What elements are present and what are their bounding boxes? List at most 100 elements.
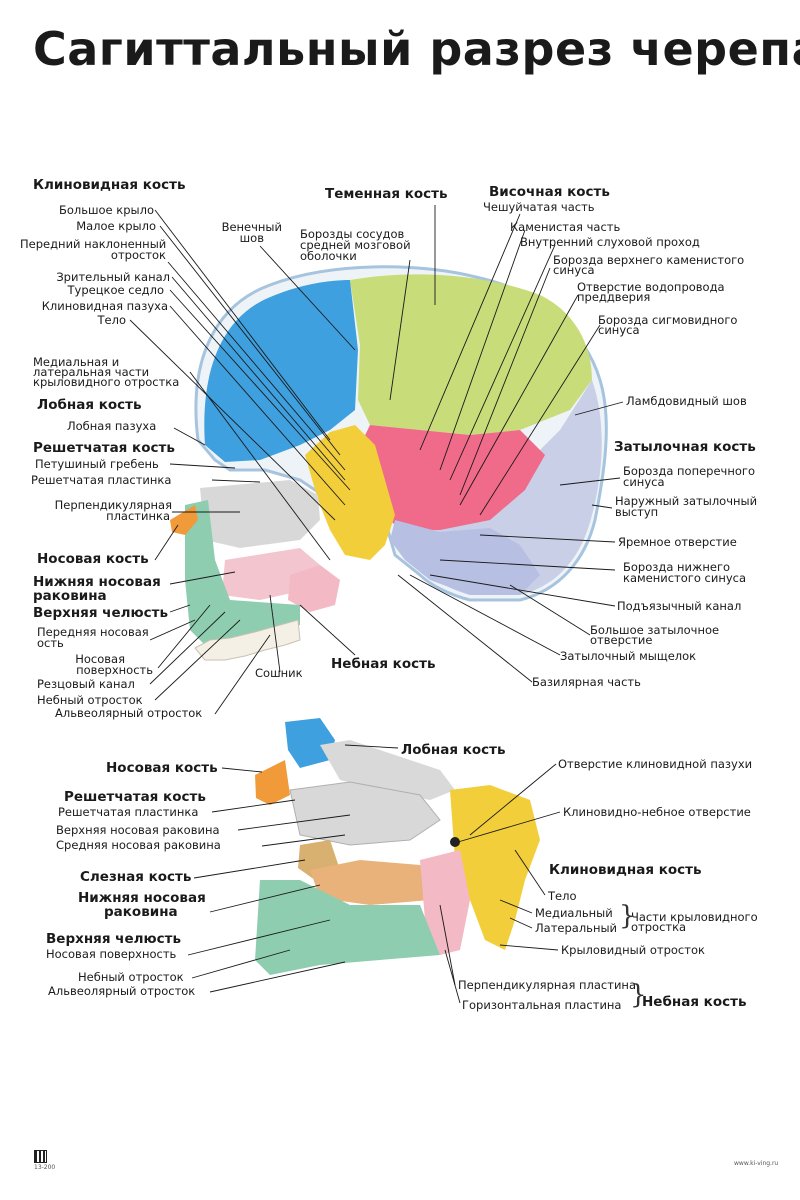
label-nasal-surface-2: поверхность	[76, 663, 153, 677]
label-superior-concha: Верхняя носовая раковина	[56, 823, 220, 837]
lower-nasal-heading: Носовая кость	[106, 760, 218, 776]
lower-nasal-bone	[255, 760, 290, 805]
label-lower-sphenoid-body: Тело	[548, 889, 577, 903]
lower-cranial-base	[320, 740, 455, 800]
label-meningeal-grooves-1: Борозды сосудов	[300, 227, 405, 241]
label-coronal-suture-2: шов	[239, 231, 264, 245]
label-lateral-plate: Латеральный	[535, 921, 618, 935]
label-superior-petrosal-groove-2: синуса	[553, 263, 595, 277]
label-occipital-condyle: Затылочный мыщелок	[560, 649, 697, 663]
label-palatine-process: Небный отросток	[37, 693, 143, 707]
label-squamous-part: Чешуйчатая часть	[483, 200, 595, 214]
lower-frontal-sinus	[285, 718, 335, 768]
label-sphenopalatine-foramen: Клиновидно-небное отверстие	[563, 805, 751, 819]
label-vomer: Сошник	[255, 666, 303, 680]
label-external-occipital-1: Наружный затылочный	[615, 494, 758, 508]
lower-inferior-concha	[310, 860, 450, 905]
brace-pterygoid: }	[619, 901, 636, 931]
label-transverse-groove-1: Борозда поперечного	[623, 464, 755, 478]
label-petrous-part: Каменистая часть	[510, 220, 621, 234]
temporal-heading: Височная кость	[489, 184, 610, 200]
label-anterior-clinoid-2: отросток	[110, 248, 166, 262]
footer-site: www.ki-ving.ru	[734, 1160, 779, 1167]
occipital-basilar	[390, 520, 540, 595]
label-lower-alveolar-process: Альвеолярный отросток	[48, 984, 196, 998]
label-sphenoid-sinus-opening: Отверстие клиновидной пазухи	[558, 757, 753, 771]
lower-sphenoid-heading: Клиновидная кость	[549, 862, 702, 878]
label-lower-cribriform-plate: Решетчатая пластинка	[58, 805, 199, 819]
page-title: Сагиттальный разрез черепа	[33, 22, 800, 76]
label-lesser-wing: Малое крыло	[76, 219, 156, 233]
label-anterior-nasal-spine-1: Передняя носовая	[37, 625, 149, 639]
label-internal-acoustic-meatus: Внутренний слуховой проход	[520, 235, 700, 249]
lower-maxilla	[255, 880, 440, 975]
label-coronal-suture-1: Венечный	[221, 220, 282, 234]
nasal-heading: Носовая кость	[37, 551, 149, 567]
label-sigmoid-groove-2: синуса	[598, 323, 640, 337]
label-horizontal-plate: Горизонтальная пластина	[462, 998, 622, 1012]
ethmoid-heading: Решетчатая кость	[33, 440, 175, 456]
label-anterior-nasal-spine-2: ость	[37, 636, 64, 650]
leader-lines	[129, 205, 624, 1004]
occipital-heading: Затылочная кость	[614, 439, 756, 455]
label-perpendicular-plate-1: Перпендикулярная	[54, 498, 172, 512]
ethmoid-bone	[200, 480, 320, 548]
lower-maxilla-heading: Верхняя челюсть	[46, 931, 181, 947]
label-hypoglossal-canal: Подъязычный канал	[617, 599, 742, 613]
label-sella-turcica: Турецкое седло	[67, 283, 164, 297]
label-foramen-magnum-2: отверстие	[590, 633, 653, 647]
label-pterygoid-plates-3: крыловидного отростка	[33, 375, 180, 389]
inferior-concha-heading-1: Нижняя носовая	[33, 574, 161, 590]
lower-palatine-heading: Небная кость	[642, 994, 747, 1010]
label-lower-palatine-process: Небный отросток	[78, 970, 184, 984]
label-meningeal-grooves-3: оболочки	[300, 249, 357, 263]
label-frontal-sinus: Лобная пазуха	[67, 419, 157, 433]
palatine-heading: Небная кость	[331, 656, 436, 672]
maxilla-heading: Верхняя челюсть	[33, 605, 168, 621]
label-jugular-foramen: Яремное отверстие	[618, 535, 737, 549]
label-middle-concha: Средняя носовая раковина	[56, 838, 221, 852]
label-sphenoid-body: Тело	[97, 313, 127, 327]
inferior-concha-heading-2: раковина	[33, 588, 107, 604]
label-optic-canal: Зрительный канал	[56, 270, 170, 284]
label-pterygoid-process: Крыловидный отросток	[561, 943, 705, 957]
label-basilar-part: Базилярная часть	[532, 675, 641, 689]
nasal-bone	[170, 505, 198, 535]
label-perpendicular-plate-2: пластинка	[106, 509, 170, 523]
lower-ethmoid-heading: Решетчатая кость	[64, 789, 206, 805]
lower-inferior-concha-heading-2: раковина	[104, 904, 178, 920]
label-greater-wing: Большое крыло	[58, 203, 154, 217]
label-pterygoid-plates-1: Медиальная и	[33, 355, 120, 369]
label-cribriform-plate: Решетчатая пластинка	[31, 473, 172, 487]
label-pterygoid-plates-2: латеральная части	[33, 365, 150, 379]
label-inferior-petrosal-groove-2: каменистого синуса	[623, 571, 747, 585]
label-sphenoid-sinus: Клиновидная пазуха	[41, 299, 168, 313]
lower-lacrimal-heading: Слезная кость	[80, 869, 192, 885]
upper-skull-section	[170, 265, 608, 661]
label-external-occipital-2: выступ	[615, 505, 659, 519]
lower-inferior-concha-heading-1: Нижняя носовая	[78, 890, 206, 906]
sphenoid-sinus-opening-mark	[450, 837, 460, 847]
sphenoid-bone	[305, 425, 395, 560]
maxilla-bone	[185, 500, 300, 645]
label-medial-plate: Медиальный	[535, 906, 613, 920]
label-transverse-groove-2: синуса	[623, 475, 665, 489]
parietal-heading: Теменная кость	[325, 186, 448, 202]
label-inferior-petrosal-groove-1: Борозда нижнего	[623, 560, 731, 574]
palatine-bone	[288, 565, 340, 612]
label-meningeal-grooves-2: средней мозговой	[300, 238, 411, 252]
label-pterygoid-parts-2: отростка	[631, 920, 687, 934]
label-vestibular-aqueduct-1: Отверстие водопровода	[577, 280, 725, 294]
teeth	[194, 619, 301, 661]
label-lambdoid-suture: Ламбдовидный шов	[626, 394, 747, 408]
label-incisive-canal: Резцовый канал	[37, 677, 135, 691]
lower-frontal-heading: Лобная кость	[401, 742, 506, 758]
label-vestibular-aqueduct-2: преддверия	[577, 290, 651, 304]
label-perpendicular-plate-lower: Перпендикулярная пластина	[458, 978, 636, 992]
sphenoid-heading: Клиновидная кость	[33, 177, 186, 193]
parietal-bone	[350, 274, 592, 435]
lower-sphenoid	[450, 785, 540, 950]
label-alveolar-process: Альвеолярный отросток	[55, 706, 203, 720]
label-anterior-clinoid-1: Передний наклоненный	[20, 237, 167, 251]
